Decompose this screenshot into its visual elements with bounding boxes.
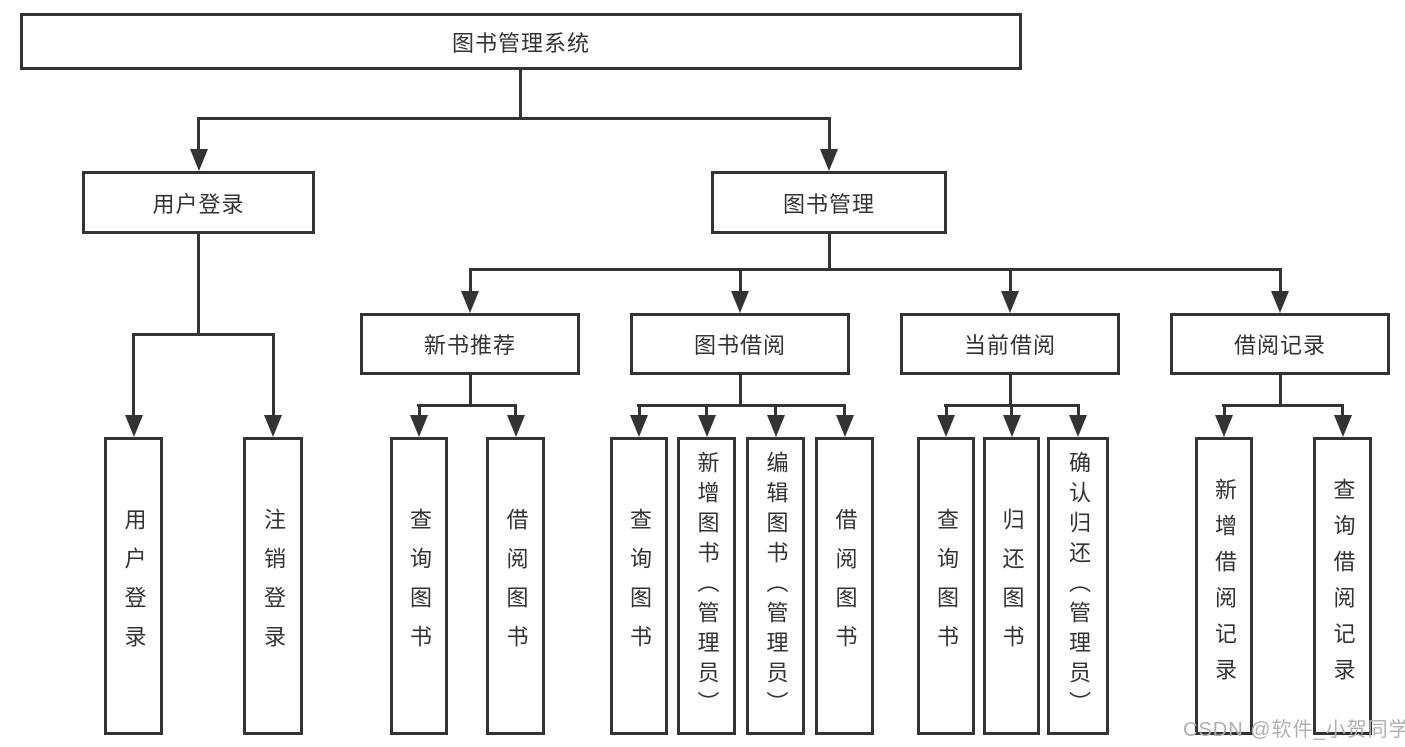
- connector-vline: [1077, 404, 1080, 417]
- node-new-book-recommend: 新书推荐: [360, 313, 580, 375]
- arrowhead-down-icon: [1001, 291, 1019, 313]
- connector-vline: [828, 117, 831, 151]
- leaf-query-book-3: 查询图书: [917, 437, 975, 735]
- connector-vline: [1009, 375, 1012, 407]
- arrowhead-down-icon: [698, 415, 716, 437]
- leaf-query-book-1-label: 查询图书: [407, 508, 432, 664]
- arrowhead-down-icon: [264, 415, 282, 437]
- leaf-query-book-2: 查询图书: [610, 437, 668, 735]
- connector-vline: [197, 234, 200, 336]
- arrowhead-down-icon: [1271, 291, 1289, 313]
- leaf-query-borrow-record: 查询借阅记录: [1313, 437, 1372, 735]
- connector-hline: [197, 117, 831, 120]
- connector-vline: [1223, 404, 1226, 417]
- connector-vline: [638, 404, 641, 417]
- node-current-borrow-label: 当前借阅: [963, 333, 1056, 358]
- csdn-watermark: CSDN @软件_小贺同学: [1183, 719, 1405, 741]
- leaf-query-book-2-label: 查询图书: [627, 508, 652, 664]
- connector-vline: [1279, 375, 1282, 407]
- connector-vline: [132, 333, 135, 417]
- node-new-book-recommend-label: 新书推荐: [423, 333, 516, 358]
- connector-vline: [1279, 268, 1282, 292]
- connector-vline: [197, 117, 200, 151]
- arrowhead-down-icon: [1334, 415, 1352, 437]
- leaf-user-login-label: 用户登录: [121, 508, 147, 664]
- connector-vline: [1009, 268, 1012, 292]
- connector-vline: [418, 404, 421, 417]
- node-borrow-records-label: 借阅记录: [1233, 333, 1326, 358]
- connector-vline: [514, 404, 517, 417]
- node-book-borrow-label: 图书借阅: [693, 333, 786, 358]
- leaf-borrow-book-2-label: 借阅图书: [832, 508, 858, 664]
- leaf-logout-label: 注销登录: [261, 508, 286, 664]
- node-borrow-records: 借阅记录: [1170, 313, 1390, 375]
- connector-vline: [519, 70, 522, 118]
- connector-vline: [1341, 404, 1344, 417]
- leaf-add-borrow-record-label: 新增借阅记录: [1212, 478, 1237, 694]
- leaf-edit-book-admin: 编辑图书（管理员）: [746, 437, 805, 735]
- leaf-confirm-return-admin: 确认归还（管理员）: [1047, 437, 1109, 735]
- connector-vline: [774, 404, 777, 417]
- connector-vline: [739, 268, 742, 292]
- connector-hline: [132, 333, 275, 336]
- arrowhead-down-icon: [190, 149, 208, 171]
- arrowhead-down-icon: [731, 291, 749, 313]
- node-root: 图书管理系统: [20, 13, 1022, 70]
- connector-hline: [637, 404, 846, 407]
- arrowhead-down-icon: [630, 415, 648, 437]
- arrowhead-down-icon: [410, 415, 428, 437]
- node-book-management: 图书管理: [711, 171, 947, 234]
- connector-vline: [1010, 404, 1013, 417]
- leaf-return-book: 归还图书: [983, 437, 1040, 735]
- connector-vline: [469, 375, 472, 407]
- node-book-borrow: 图书借阅: [630, 313, 850, 375]
- node-root-label: 图书管理系统: [451, 30, 590, 56]
- arrowhead-down-icon: [937, 415, 955, 437]
- leaf-user-login: 用户登录: [104, 437, 163, 735]
- arrowhead-down-icon: [461, 291, 479, 313]
- leaf-borrow-book-1: 借阅图书: [486, 437, 545, 735]
- connector-vline: [705, 404, 708, 417]
- leaf-query-book-1: 查询图书: [390, 437, 448, 735]
- node-book-management-label: 图书管理: [782, 191, 875, 217]
- leaf-borrow-book-2: 借阅图书: [815, 437, 874, 735]
- leaf-add-book-admin-label: 新增图书（管理员）: [694, 451, 720, 721]
- leaf-logout: 注销登录: [243, 437, 303, 735]
- arrowhead-down-icon: [1069, 415, 1087, 437]
- leaf-query-borrow-record-label: 查询借阅记录: [1330, 478, 1356, 694]
- connector-vline: [272, 333, 275, 417]
- arrowhead-down-icon: [767, 415, 785, 437]
- arrowhead-down-icon: [1003, 415, 1021, 437]
- connector-hline: [469, 268, 1282, 271]
- arrowhead-down-icon: [125, 415, 143, 437]
- connector-hline: [417, 404, 517, 407]
- arrowhead-down-icon: [1215, 415, 1233, 437]
- leaf-add-book-admin: 新增图书（管理员）: [677, 437, 736, 735]
- connector-vline: [945, 404, 948, 417]
- connector-vline: [469, 268, 472, 292]
- node-user-login: 用户登录: [82, 171, 315, 234]
- leaf-edit-book-admin-label: 编辑图书（管理员）: [763, 451, 789, 721]
- leaf-add-borrow-record: 新增借阅记录: [1195, 437, 1253, 735]
- leaf-return-book-label: 归还图书: [999, 508, 1025, 664]
- arrowhead-down-icon: [836, 415, 854, 437]
- connector-vline: [843, 404, 846, 417]
- node-user-login-label: 用户登录: [152, 191, 245, 217]
- arrowhead-down-icon: [820, 149, 838, 171]
- connector-vline: [828, 234, 831, 270]
- arrowhead-down-icon: [507, 415, 525, 437]
- leaf-confirm-return-admin-label: 确认归还（管理员）: [1066, 451, 1091, 721]
- connector-hline: [1222, 404, 1344, 407]
- leaf-borrow-book-1-label: 借阅图书: [503, 508, 529, 664]
- node-current-borrow: 当前借阅: [900, 313, 1120, 375]
- connector-vline: [739, 375, 742, 407]
- leaf-query-book-3-label: 查询图书: [934, 508, 959, 664]
